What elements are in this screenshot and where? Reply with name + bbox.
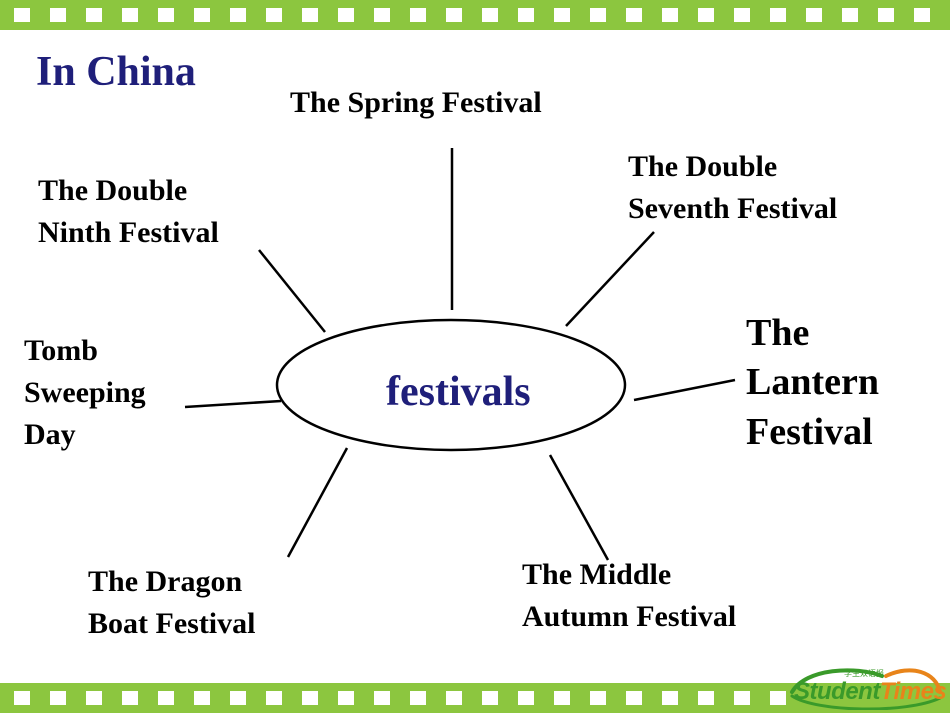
festival-double-seventh: The Double Seventh Festival (628, 146, 837, 230)
border-square (194, 8, 210, 22)
spoke-tomb-sweeping (184, 399, 282, 409)
festival-mid-autumn: The Middle Autumn Festival (522, 554, 736, 638)
border-square (158, 691, 174, 705)
border-square (518, 8, 534, 22)
border-square (266, 691, 282, 705)
border-square (14, 8, 30, 22)
festival-tomb-sweeping: Tomb Sweeping Day (24, 330, 146, 456)
border-square (194, 691, 210, 705)
border-square (302, 8, 318, 22)
border-square (806, 8, 822, 22)
slide-heading: In China (36, 49, 196, 95)
border-square (50, 691, 66, 705)
border-square (878, 8, 894, 22)
border-square (770, 691, 786, 705)
festival-line: The Middle (522, 558, 672, 591)
top-border-band (0, 0, 950, 30)
border-square (338, 8, 354, 22)
festival-dragon-boat: The Dragon Boat Festival (88, 561, 255, 645)
border-square (662, 691, 678, 705)
spoke-lantern (633, 378, 736, 402)
border-square (446, 691, 462, 705)
border-square (482, 8, 498, 22)
student-times-logo: 学生双语报 StudentTimes (786, 662, 947, 710)
border-square (410, 691, 426, 705)
festival-line: The Spring Festival (290, 86, 542, 119)
festival-line: Seventh Festival (628, 192, 838, 225)
border-square (230, 8, 246, 22)
festival-line: The Double (38, 174, 188, 207)
border-square (662, 8, 678, 22)
border-square (266, 8, 282, 22)
festival-line: The Dragon (88, 565, 243, 598)
border-square (86, 691, 102, 705)
border-square (626, 8, 642, 22)
festival-line: The Double (628, 150, 778, 183)
center-label: festivals (386, 369, 531, 415)
border-square (518, 691, 534, 705)
border-square (122, 691, 138, 705)
border-square (374, 8, 390, 22)
logo-word-student: Student (794, 678, 880, 705)
festival-lantern: The Lantern Festival (746, 309, 879, 457)
border-square (590, 8, 606, 22)
border-square (734, 691, 750, 705)
border-square (626, 691, 642, 705)
border-square (770, 8, 786, 22)
festival-line: Lantern (746, 361, 879, 404)
festival-line: Tomb (24, 334, 98, 367)
border-square (86, 8, 102, 22)
spoke-dragon-boat (286, 447, 349, 558)
border-square (158, 8, 174, 22)
festival-line: Ninth Festival (38, 216, 219, 249)
border-square (698, 691, 714, 705)
logo-word-times: Times (879, 678, 947, 705)
spoke-double-seventh (565, 231, 655, 327)
logo-swoosh-icon (790, 668, 942, 710)
border-square (914, 8, 930, 22)
border-square (14, 691, 30, 705)
spoke-double-ninth (258, 249, 326, 333)
border-square (482, 691, 498, 705)
border-square (554, 691, 570, 705)
festival-line: Day (24, 418, 76, 451)
border-square (374, 691, 390, 705)
border-square (734, 8, 750, 22)
festival-line: Festival (746, 410, 873, 453)
festival-line: The (746, 312, 810, 354)
bottom-border-band (0, 683, 950, 713)
logo-subtitle: 学生双语报 (844, 669, 884, 678)
festival-line: Autumn Festival (522, 600, 737, 633)
border-square (302, 691, 318, 705)
festival-spring: The Spring Festival (290, 82, 542, 124)
border-square (698, 8, 714, 22)
border-square (50, 8, 66, 22)
border-square (842, 8, 858, 22)
border-square (590, 691, 606, 705)
festival-line: Sweeping (24, 376, 146, 409)
border-square (122, 8, 138, 22)
border-square (410, 8, 426, 22)
spoke-mid-autumn (548, 454, 610, 561)
border-square (554, 8, 570, 22)
border-square (230, 691, 246, 705)
festival-double-ninth: The Double Ninth Festival (38, 170, 219, 254)
festival-line: Boat Festival (88, 607, 256, 640)
border-square (446, 8, 462, 22)
center-ellipse (275, 318, 627, 452)
logo-wordmark: StudentTimes (794, 678, 947, 706)
border-square (338, 691, 354, 705)
